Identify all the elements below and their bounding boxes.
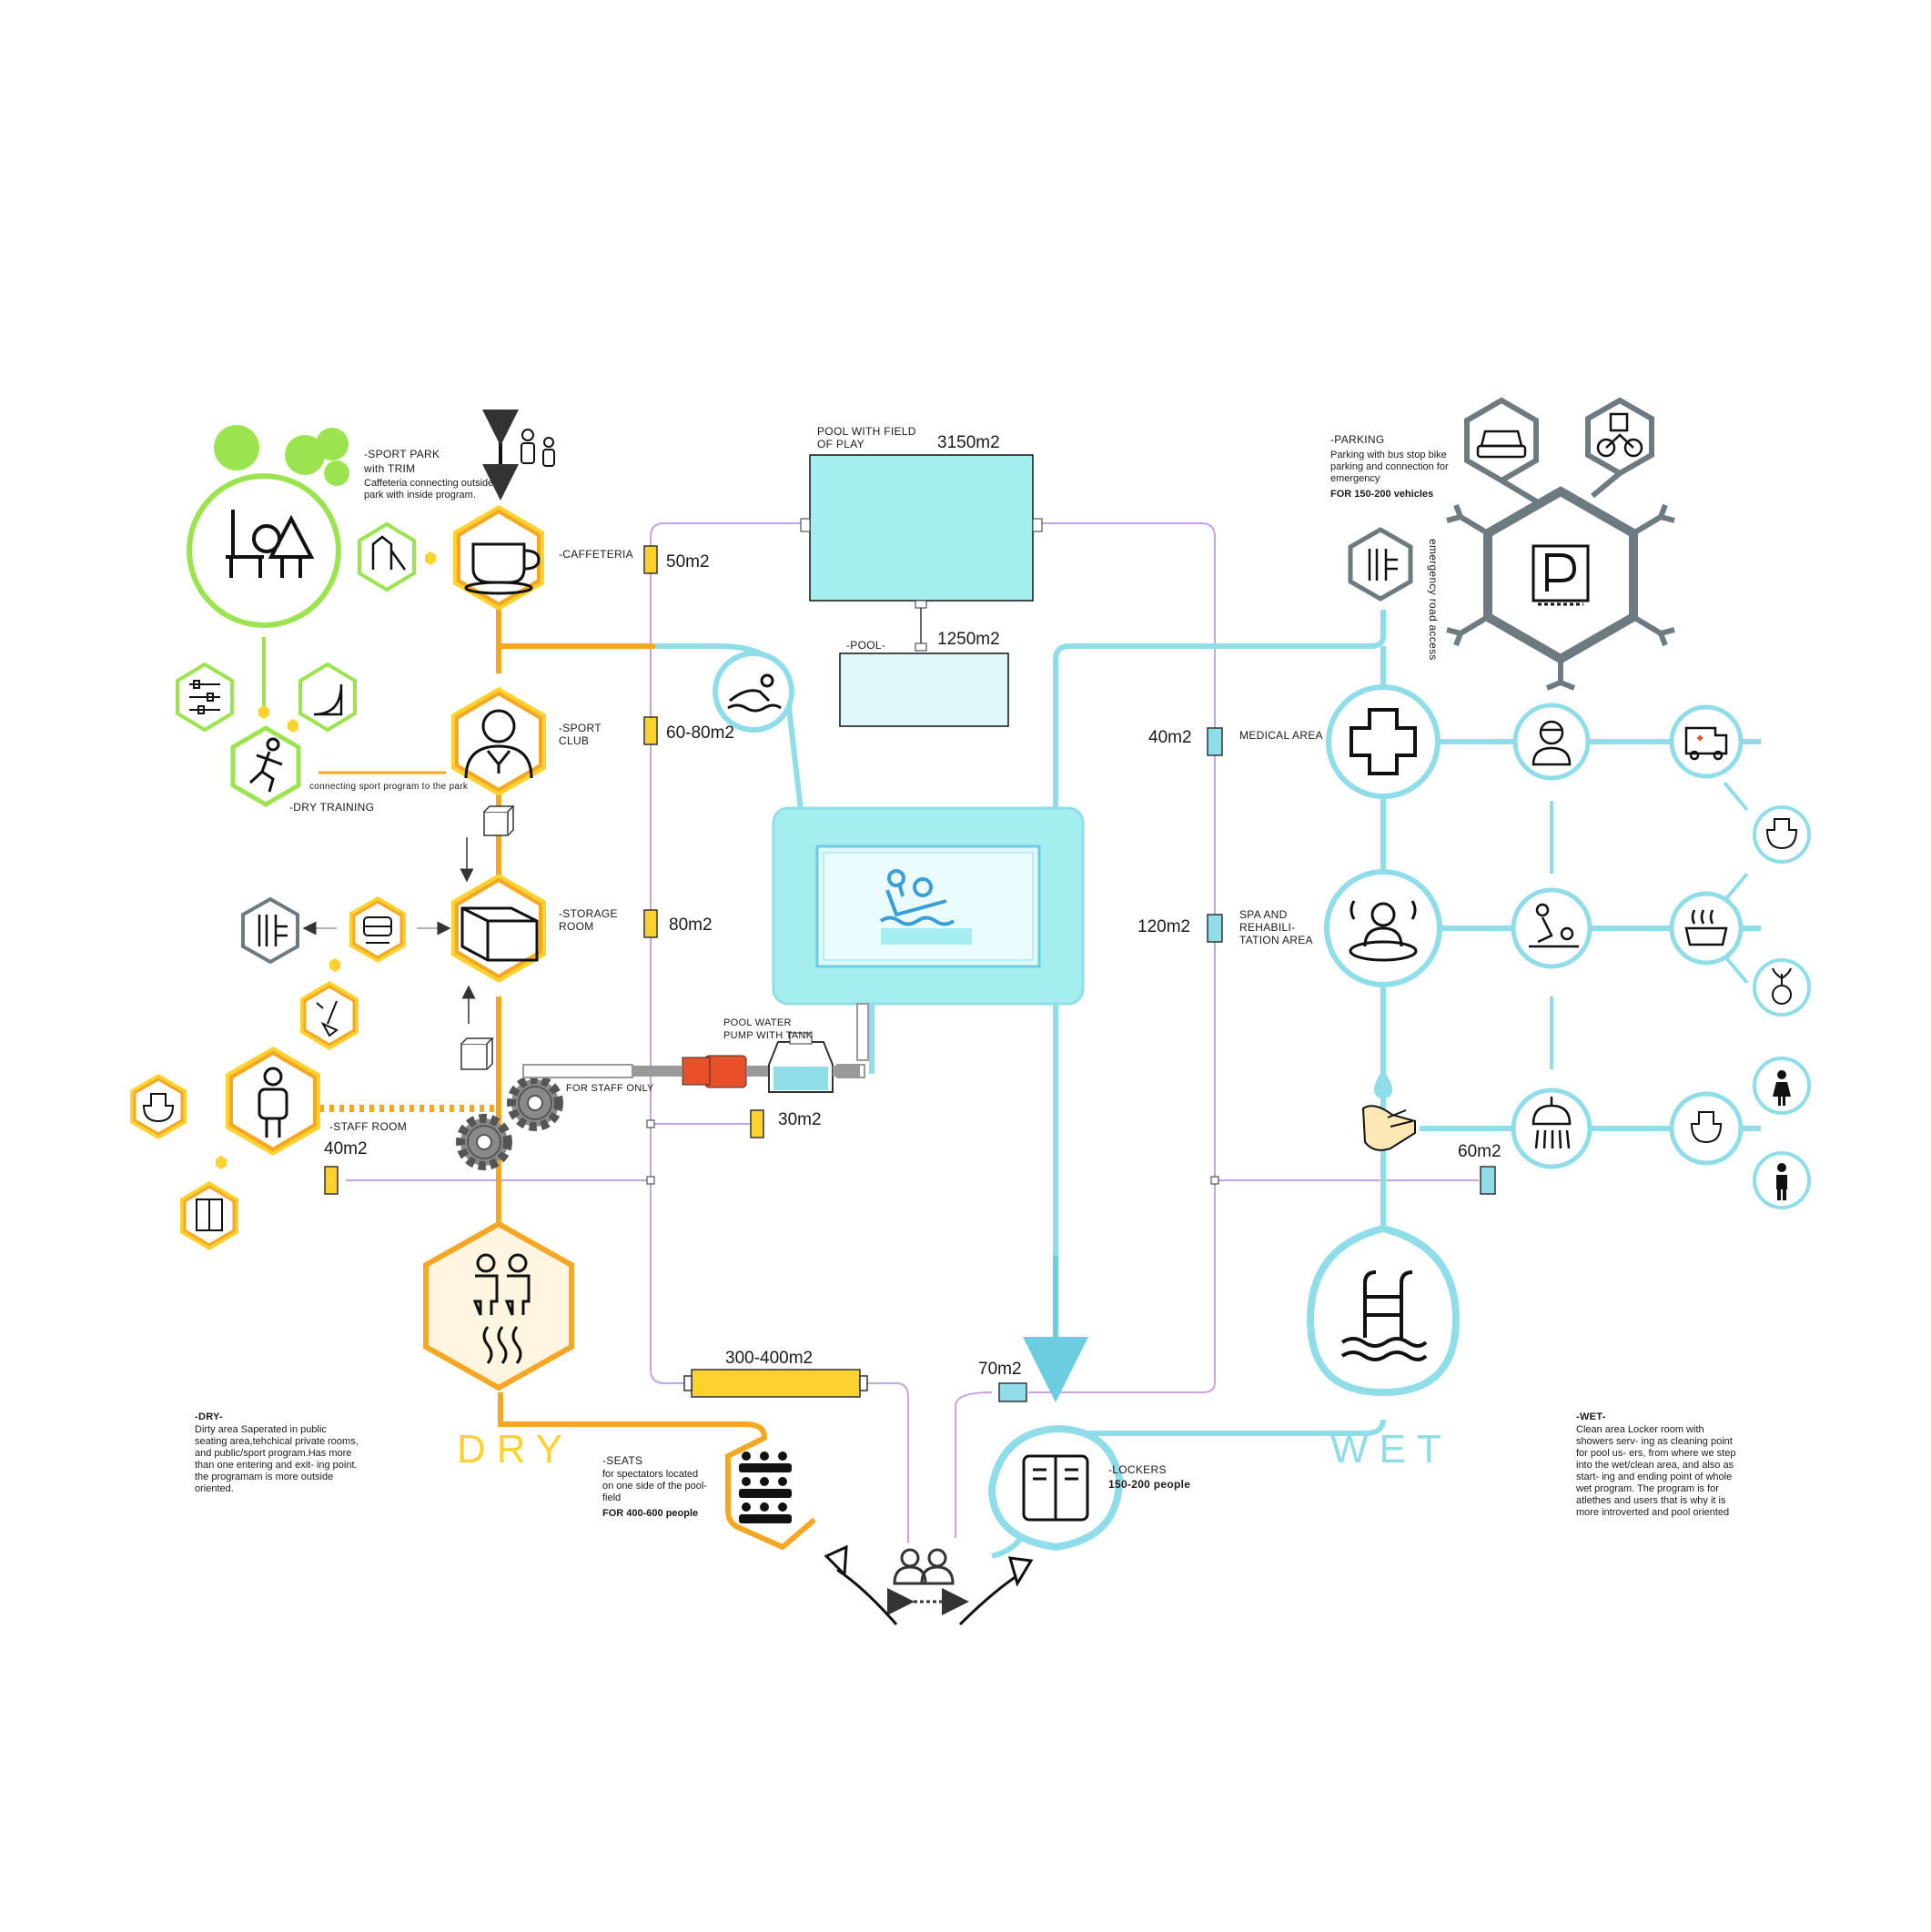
parking-capacity: FOR 150-200 vehicles [1330, 489, 1434, 500]
storage-room-label: -STORAGE ROOM [559, 907, 618, 933]
caffeteria-label: -CAFFETERIA [559, 548, 633, 561]
pool-rect [839, 652, 1009, 727]
cube-icon [460, 1037, 494, 1070]
wet-heading: WET [1330, 1427, 1452, 1472]
spa-area: 120m2 [1137, 917, 1191, 936]
connecting-label: connecting sport program to the park [309, 782, 469, 792]
wet-program [987, 684, 1811, 1552]
spectators-icon [739, 1452, 792, 1523]
pool-with-field [809, 454, 1034, 602]
junction-dots [646, 1119, 1219, 1185]
pond-icon [324, 460, 349, 486]
spa-label: SPA AND REHABILI- TATION AREA [1239, 908, 1313, 946]
entrance-people-icon [887, 1548, 969, 1615]
pump-area: 30m2 [778, 1110, 822, 1129]
road-access-icon [241, 896, 299, 965]
service-lines [346, 522, 1479, 1543]
emergency-label: emergency road access [1427, 539, 1440, 661]
sport-park-title: -SPORT PARK [364, 448, 440, 460]
water-drop-icon [1374, 1069, 1392, 1098]
doctor-icon [1512, 703, 1591, 781]
lockers-capacity: 150-200 people [1108, 1478, 1191, 1491]
road-access-icon [1348, 527, 1413, 602]
massage-icon [1511, 887, 1592, 969]
hex-dot [258, 705, 269, 719]
family-icon [521, 429, 555, 467]
pond-icon [214, 425, 259, 470]
medical-label: MEDICAL AREA [1239, 729, 1323, 742]
showers-area: 60m2 [1458, 1142, 1501, 1161]
dry-training-label: -DRY TRAINING [289, 801, 375, 814]
toilet-icon [1669, 1091, 1744, 1166]
playground-slide-icon [358, 521, 416, 592]
lockers-area: 70m2 [978, 1360, 1022, 1379]
hand-wash-icon [1361, 1105, 1416, 1151]
seats-area: 300-400m2 [725, 1349, 814, 1368]
staff-area: 40m2 [324, 1139, 368, 1158]
entry-arrow-icon [824, 1544, 1034, 1626]
sport-club-label: -SPORT CLUB [559, 722, 602, 747]
seats-capacity: FOR 400-600 people [602, 1508, 699, 1519]
bike-parking-icon [1585, 397, 1654, 477]
sport-park-subtitle: with TRIM [364, 462, 416, 475]
parking-title: -PARKING [1330, 433, 1385, 446]
coffee-cup-icon [464, 542, 541, 595]
skate-ramp-icon [298, 662, 357, 733]
toilet-icon [1753, 805, 1811, 864]
water-tank-icon [768, 1032, 860, 1093]
medical-cross-icon [1326, 684, 1441, 799]
parking-group [1348, 397, 1675, 691]
pool-field-area: 3150m2 [937, 433, 1000, 452]
dry-desc: Dirty area Saperated in public seating a… [195, 1424, 359, 1494]
runner-icon [230, 725, 301, 807]
ambulance-icon [1669, 704, 1744, 779]
wet-side-dash-2 [1723, 872, 1749, 903]
seats-desc: for spectators located on one side of th… [602, 1469, 707, 1503]
water-polo-icon [879, 869, 955, 926]
wet-desc: Clean area Locker room with showers serv… [1576, 1424, 1736, 1518]
storage-area: 80m2 [669, 915, 713, 935]
pool-label: -POOL- [846, 639, 886, 652]
coach-icon [464, 709, 533, 779]
pond-icon [285, 435, 325, 475]
pool-area: 1250m2 [937, 630, 1000, 649]
pool-ladder-icon [1306, 1224, 1461, 1397]
medical-area: 40m2 [1148, 728, 1192, 747]
seats-title: -SEATS [602, 1454, 643, 1467]
hex-dot [288, 719, 298, 733]
dry-heading: DRY [457, 1427, 574, 1472]
dry-program [130, 410, 574, 1391]
pool-group [522, 454, 1085, 1093]
lockers-title: -LOCKERS [1108, 1463, 1167, 1476]
hex-dot [329, 958, 340, 972]
staff-only-label: FOR STAFF ONLY [566, 1083, 654, 1094]
dry-area-markers [324, 545, 868, 1398]
water-pump-icon [632, 1055, 773, 1088]
sport-club-area: 60-80m2 [666, 723, 734, 743]
storage-box-icon [460, 906, 539, 962]
sport-park-group [176, 425, 436, 807]
parking-desc: Parking with bus stop bike parking and c… [1330, 450, 1449, 484]
pump-label: POOL WATER PUMP WITH TANK [723, 1017, 814, 1041]
car-icon [1464, 397, 1539, 484]
sauna-people-icon [423, 1220, 574, 1391]
sport-park-desc: Caffeteria connecting outside park with … [364, 478, 494, 501]
wet-side-dash-1 [1723, 781, 1749, 812]
gears-icon [456, 1075, 563, 1170]
caffeteria-area: 50m2 [666, 552, 710, 572]
staff-room-label: -STAFF ROOM [329, 1120, 408, 1133]
dry-title: -DRY- [195, 1411, 224, 1422]
hex-dot [216, 1156, 227, 1169]
pool-field-title: POOL WITH FIELD OF PLAY [817, 425, 916, 450]
wet-area-markers [998, 727, 1496, 1402]
shower-icon [1511, 1087, 1592, 1169]
hex-dot [425, 551, 436, 565]
plant-icon [1753, 958, 1811, 1017]
wet-side-dash-3 [1723, 954, 1749, 985]
cube-icon [483, 805, 515, 836]
pond-icon [316, 428, 349, 460]
staff-person-icon [258, 1067, 288, 1138]
wet-title: -WET- [1576, 1411, 1606, 1422]
